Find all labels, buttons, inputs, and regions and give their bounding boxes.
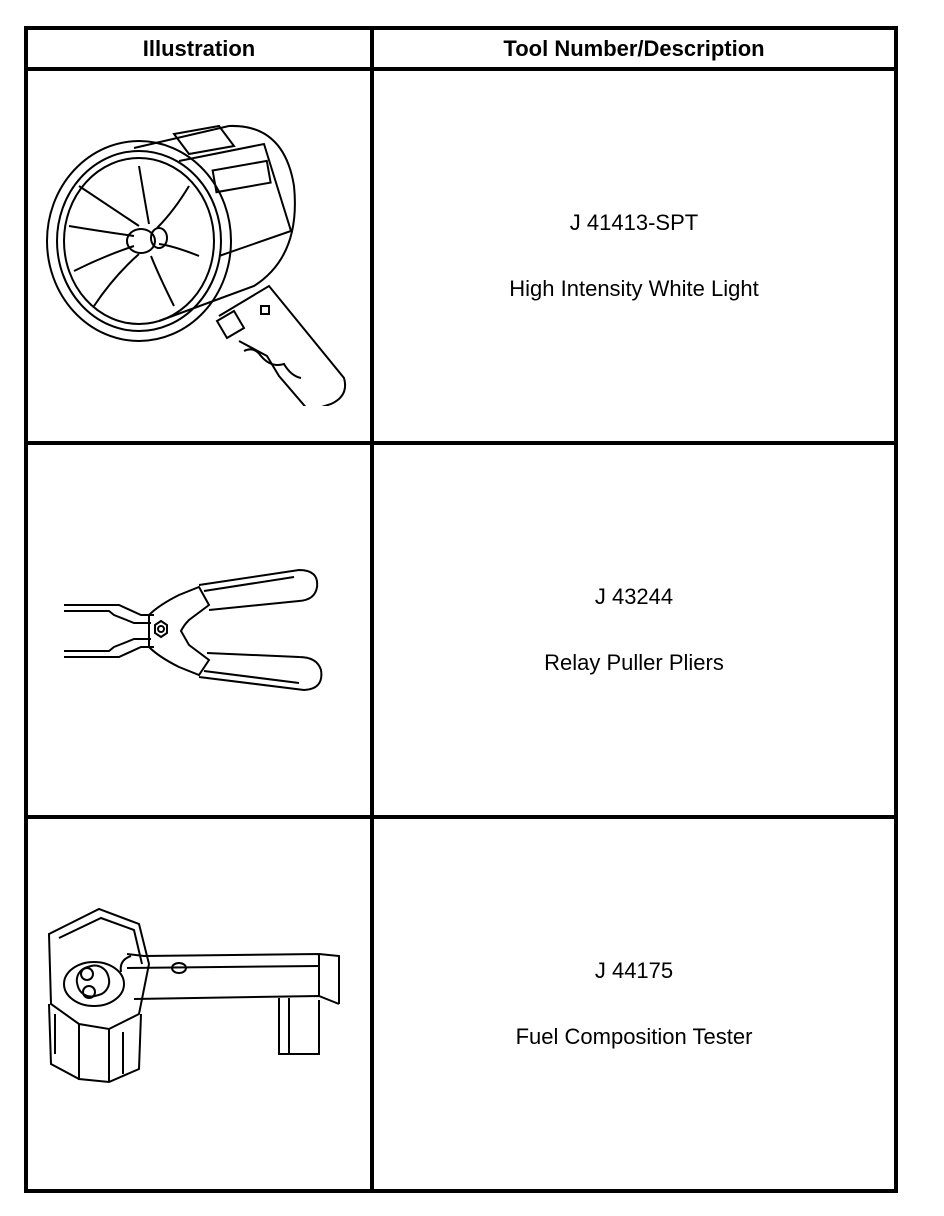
tool-name: Relay Puller Pliers (544, 650, 724, 675)
tool-number: J 41413-SPT (569, 210, 699, 235)
tool-name: Fuel Composition Tester (515, 1024, 753, 1049)
tool-description-cell: J 41413-SPT High Intensity White Light (370, 67, 898, 445)
spotlight-icon (39, 106, 359, 406)
tool-number: J 43244 (594, 584, 674, 609)
tool-name: High Intensity White Light (509, 276, 759, 301)
illustration-cell (24, 815, 374, 1193)
tool-description-cell: J 44175 Fuel Composition Tester (370, 815, 898, 1193)
fuel-composition-tester-icon (39, 904, 359, 1104)
illustration-cell (24, 67, 374, 445)
table-row: J 43244 Relay Puller Pliers (24, 441, 898, 819)
relay-puller-pliers-icon (59, 565, 339, 695)
tool-number: J 44175 (594, 958, 674, 983)
tool-description-header: Tool Number/Description (370, 26, 898, 71)
table-header-row: Illustration Tool Number/Description (24, 26, 898, 71)
tool-description-cell: J 43244 Relay Puller Pliers (370, 441, 898, 819)
special-tools-table: Illustration Tool Number/Description (24, 26, 898, 1193)
table-row: J 44175 Fuel Composition Tester (24, 815, 898, 1193)
table-row: J 41413-SPT High Intensity White Light (24, 67, 898, 445)
illustration-header: Illustration (24, 26, 374, 71)
illustration-cell (24, 441, 374, 819)
